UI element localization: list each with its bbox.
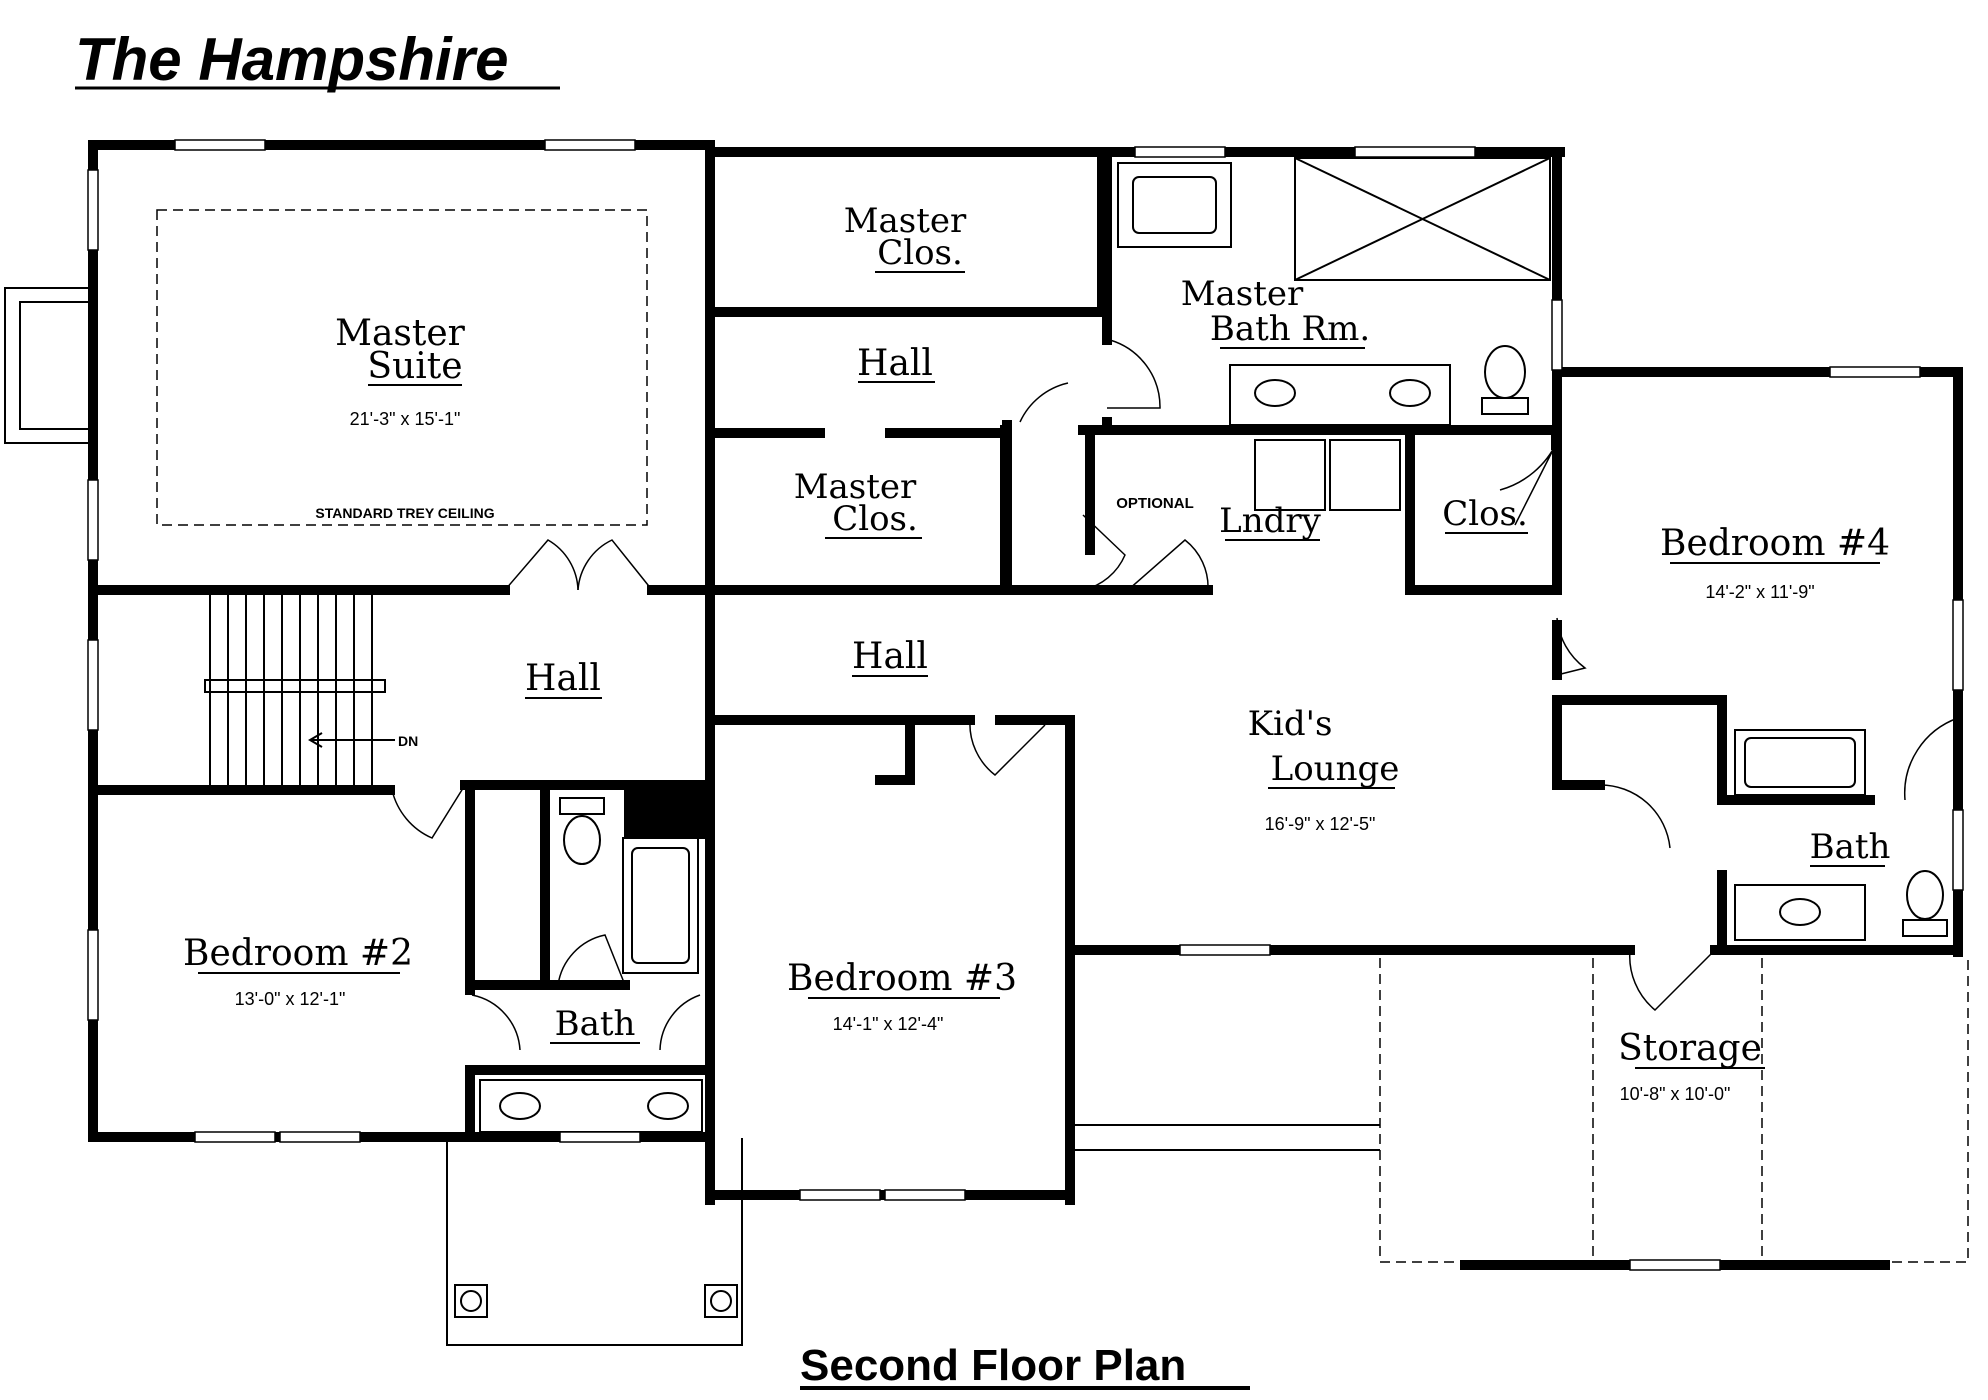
chimney-icon [624,789,708,839]
storage-dimensions: 10'-8" x 10'-0" [1620,1084,1731,1104]
toilet-icon [563,815,601,865]
kids-lounge-dimensions: 16'-9" x 12'-5" [1265,814,1376,834]
master-closet-top-label: Master [844,201,967,241]
vanity-icon [1229,364,1451,426]
windows [87,139,1964,1271]
bedroom3-dimensions: 14'-1" x 12'-4" [833,1014,944,1034]
storage-label: Storage [1618,1028,1762,1069]
bedroom4-label: Bedroom #4 [1660,523,1890,564]
master-suite-label: Master [335,313,466,354]
bedroom4-dimensions: 14'-2" x 11'-9" [1705,582,1814,602]
toilet-icon [1906,870,1944,920]
hall-center-label: Hall [852,636,928,677]
sink-icon [1254,379,1296,407]
sink-icon [499,1092,541,1120]
vanity-icon [1734,884,1866,941]
master-bath-label: Bath Rm. [1210,309,1370,349]
trey-ceiling-outline [156,209,648,526]
sink-icon [647,1092,689,1120]
plan-caption: Second Floor Plan [800,1341,1186,1390]
bathtub-icon [622,837,699,974]
sink-icon [1389,379,1431,407]
sink-icon [1779,898,1821,926]
master-closet-top-label: Clos. [877,233,963,273]
thin-outlines [4,287,1380,1346]
master-closet-bottom-label: Clos. [832,499,918,539]
kids-lounge-label: Lounge [1271,749,1400,789]
fixtures [479,157,1948,1133]
master-bath-label: Master [1181,274,1304,314]
washer-icon [1254,439,1326,511]
hall-left-label: Hall [525,658,601,699]
bedroom2-label: Bedroom #2 [183,933,413,974]
laundry-label: Lndry [1219,501,1321,541]
hall-upper-label: Hall [857,343,933,384]
stairs-direction-label: DN [398,733,418,749]
master-closet-bottom-label: Master [794,467,917,507]
master-suite-dimensions: 21'-3" x 15'-1" [350,409,461,429]
vanity-icon [479,1079,703,1133]
bedroom2-dimensions: 13'-0" x 12'-1" [235,989,346,1009]
bath-left-label: Bath [555,1004,636,1044]
bathtub-icon [1734,729,1866,796]
toilet-icon [1484,345,1526,399]
door-swings [391,339,1959,1051]
laundry-optional-note: OPTIONAL [1116,495,1194,512]
dryer-icon [1329,439,1401,511]
plan-title: The Hampshire [75,26,508,93]
bathtub-icon [1117,162,1232,248]
room-labels: Master Suite 21'-3" x 15'-1" STANDARD TR… [183,201,1890,1104]
label-underlines [198,271,1885,1069]
stairs [204,590,395,790]
bedroom3-label: Bedroom #3 [787,958,1017,999]
shower-icon [1294,157,1551,281]
bath-right-label: Bath [1810,827,1891,867]
closet-label: Clos. [1442,494,1528,534]
master-suite-label: Suite [367,346,462,387]
kids-lounge-label: Kid's [1248,704,1333,744]
master-suite-ceiling-note: STANDARD TREY CEILING [315,505,494,521]
